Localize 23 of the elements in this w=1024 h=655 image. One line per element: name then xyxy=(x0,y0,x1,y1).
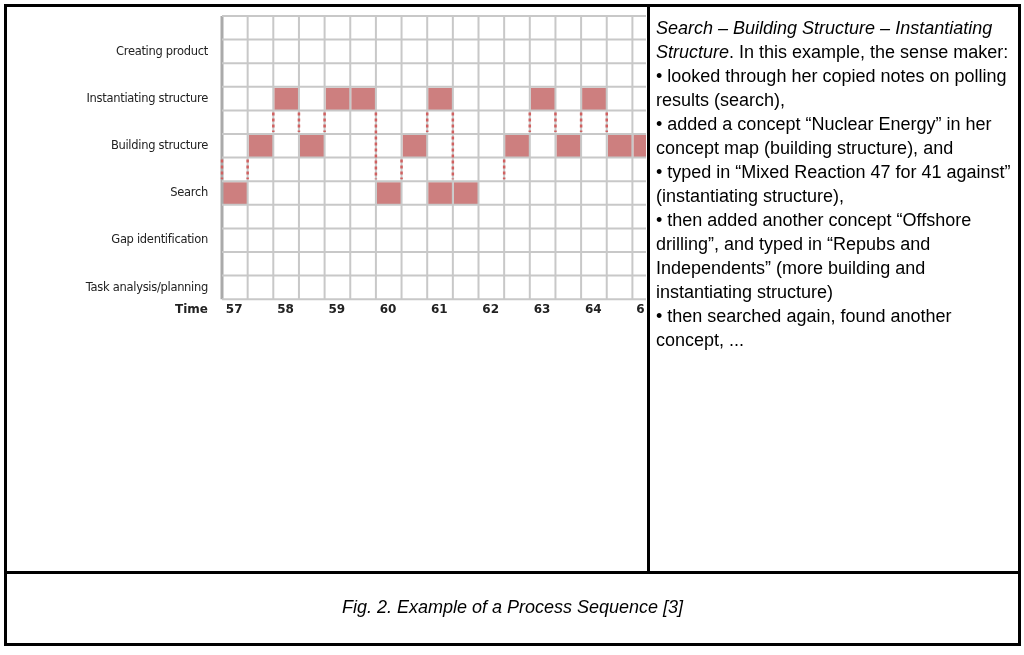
row-label: Building structure xyxy=(110,138,208,152)
bullet-item: • typed in “Mixed Reaction 47 for 41 against” (instantiating structure), xyxy=(656,161,1012,208)
bullet-item: • looked through her copied notes on polling results (search), xyxy=(656,65,1008,112)
bullet-item: • added a concept “Nuclear Energy” in her concept map (building structure), and xyxy=(656,113,993,160)
row-label: Task analysis/planning xyxy=(85,279,208,294)
time-tick-label: 59 xyxy=(328,302,346,317)
axis-title: Time xyxy=(175,302,208,317)
time-tick-label: 57 xyxy=(225,302,243,317)
time-tick-label: 60 xyxy=(379,302,397,317)
time-tick-label: 64 xyxy=(584,302,602,317)
row-label: Creating product xyxy=(116,43,208,58)
intro-text: Search – Building Structure – Instantiating Structure. In this example, the sense maker: xyxy=(656,17,1010,64)
time-tick-label: 62 xyxy=(482,302,499,317)
row-label: Instantiating structure xyxy=(86,90,208,105)
time-tick-label: 61 xyxy=(431,302,448,317)
bullet-item: • then searched again, found another concept, ... xyxy=(656,305,953,352)
row-label: Gap identification xyxy=(111,232,208,247)
bullet-item: • then added another concept “Offshore drilling”, and typed in “Repubs and Independents” (more building and instantiating structure) xyxy=(656,209,973,304)
figure-caption: Fig. 2. Example of a Process Sequence [3] xyxy=(340,596,685,618)
time-tick-label: 63 xyxy=(533,302,551,317)
time-tick-label: 58 xyxy=(277,302,294,317)
time-tick-label: 6 xyxy=(636,302,645,317)
row-label: Search xyxy=(170,185,208,200)
